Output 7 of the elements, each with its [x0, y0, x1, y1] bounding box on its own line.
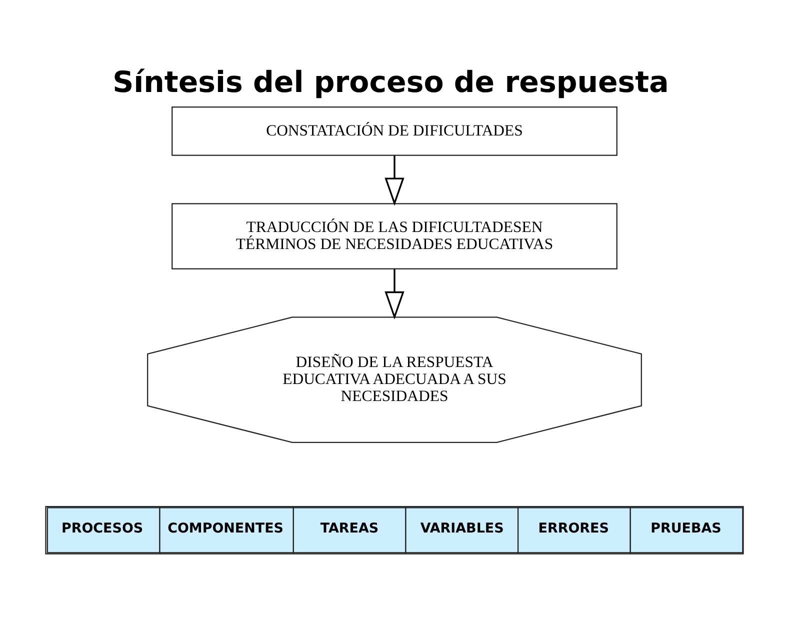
label: PROCESOS — [61, 520, 144, 537]
diagram-title: Síntesis del proceso de respuesta — [112, 65, 669, 100]
label: VARIABLES — [420, 520, 504, 537]
label: ERRORES — [538, 520, 609, 537]
label: TAREAS — [320, 520, 379, 537]
label: PRUEBAS — [650, 520, 722, 537]
label: COMPONENTES — [168, 520, 284, 537]
